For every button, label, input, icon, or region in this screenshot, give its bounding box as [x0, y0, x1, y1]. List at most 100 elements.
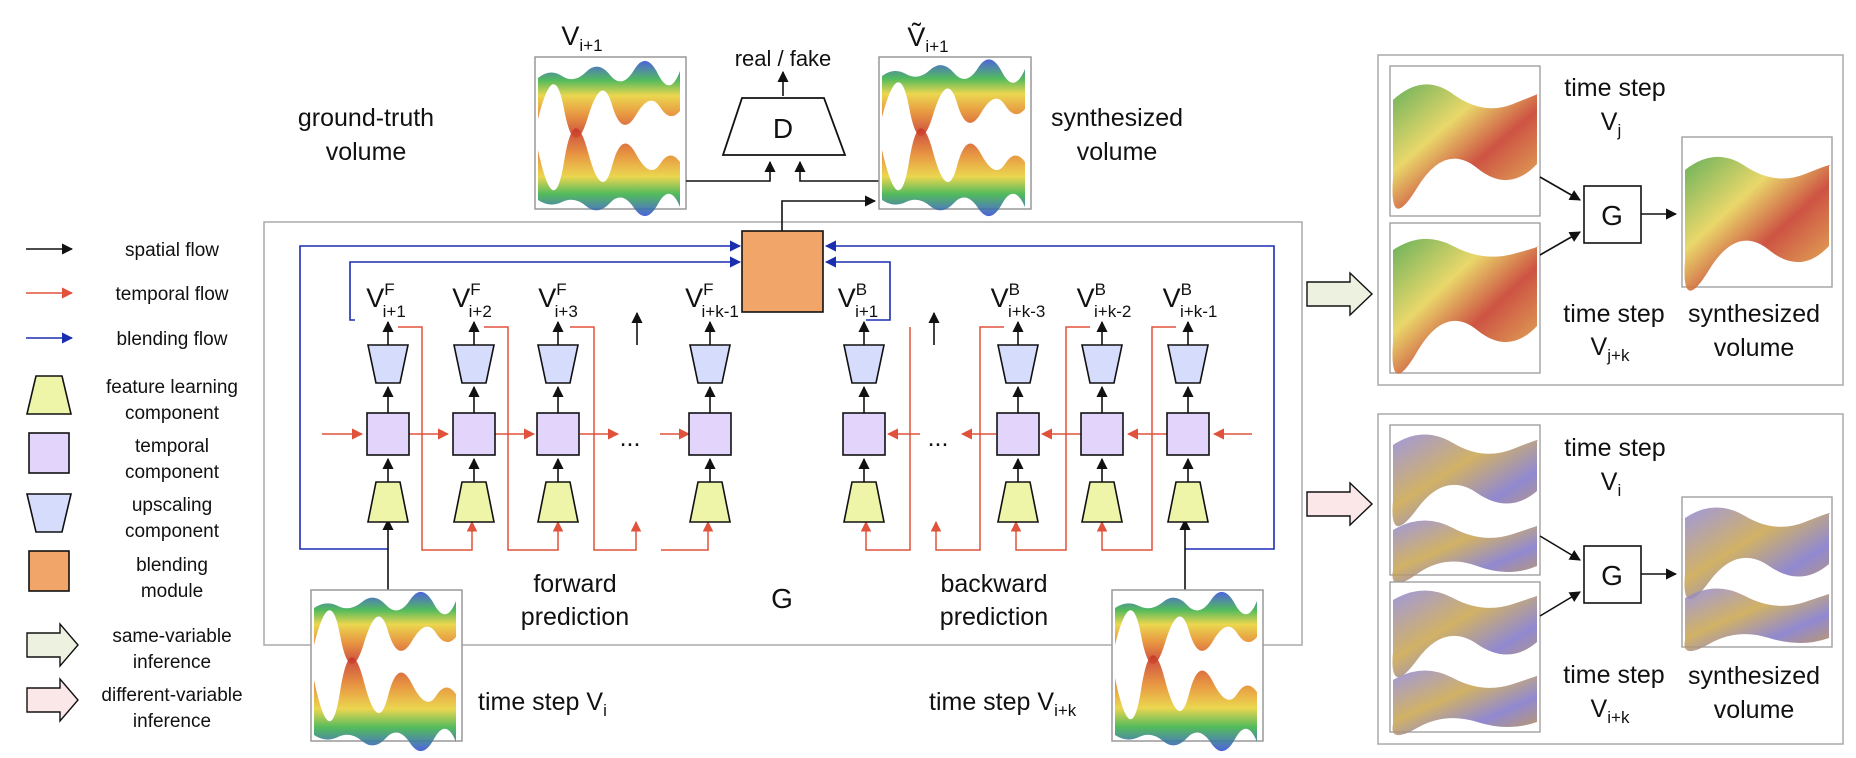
upscaling-component: [843, 344, 885, 384]
feature-learning-component: [1081, 481, 1123, 523]
input-right-label: time step Vi+k: [929, 688, 1077, 720]
legend-temporal-comp-label: temporal: [135, 436, 209, 457]
diff-output-label-2: volume: [1714, 696, 1795, 724]
legend-same-variable-arrow-icon: [26, 622, 79, 668]
feature-learning-component: [453, 481, 495, 523]
syn-to-disc-arrow: [794, 160, 880, 182]
component-column: [688, 320, 732, 523]
backward-prediction-label-2: prediction: [940, 603, 1048, 631]
legend-temporal-component-icon: [28, 432, 70, 474]
diff-generator-label: G: [1601, 560, 1623, 591]
feature-learning-component: [689, 481, 731, 523]
feature-learning-component: [1167, 481, 1209, 523]
upscaling-component: [367, 344, 409, 384]
same-output-label: synthesized: [1688, 300, 1820, 328]
upscaling-component: [537, 344, 579, 384]
diff-output-label: synthesized: [1688, 662, 1820, 690]
legend-upscaling-label-2: component: [125, 521, 220, 542]
temporal-loop-b3: [930, 326, 1004, 551]
blend-flow-input-right: [824, 240, 1275, 550]
input-volume-left-image: [310, 589, 463, 752]
component-column: [996, 320, 1040, 523]
feature-learning-component: [997, 481, 1039, 523]
legend-spatial-label: spatial flow: [125, 240, 219, 261]
forward-prediction-label-2: prediction: [521, 603, 629, 631]
input-left-label: time step Vi: [478, 688, 607, 720]
blend-flow-backward: [824, 256, 891, 321]
diff-ts2-var: Vi+k: [1591, 695, 1630, 727]
temporal-loop-f1: [398, 326, 478, 551]
temporal-component: [452, 412, 496, 456]
feature-learning-component: [367, 481, 409, 523]
legend-upscaling-label: upscaling: [132, 495, 212, 516]
legend-feature-label: feature learning: [106, 377, 238, 398]
upscaling-component: [997, 344, 1039, 384]
component-columns: [366, 320, 1210, 523]
legend-blending-label: blending flow: [117, 329, 228, 350]
temporal-loop-b1: [1096, 326, 1176, 551]
temporal-component: [366, 412, 410, 456]
same-ts2-var: Vj+k: [1591, 333, 1630, 365]
gt-to-disc-arrow: [686, 160, 776, 182]
legend: spatial flow temporal flow blending flow…: [25, 240, 243, 732]
input-volume-right-image: [1111, 589, 1264, 752]
diff-arrow-2: [1539, 591, 1581, 617]
same-output-image: [1681, 136, 1833, 291]
temporal-component: [842, 412, 886, 456]
legend-diff-var-label-2: inference: [133, 711, 211, 732]
temporal-loop-f4: [661, 520, 714, 551]
ground-truth-label-2: volume: [326, 138, 407, 166]
legend-feature-label-2: component: [125, 403, 220, 424]
component-column: [536, 320, 580, 523]
feature-learning-component: [843, 481, 885, 523]
diff-input-1-image: [1389, 424, 1541, 584]
inference-same-panel: time step Vj time step Vj+k G synthesize…: [1377, 54, 1844, 386]
inference-diff-frame: [1377, 413, 1844, 745]
diff-ts1-label: time step: [1564, 434, 1665, 462]
temporal-loop-f3: [570, 326, 642, 551]
blend-flow-forward: [349, 256, 742, 321]
synthesized-label-2: volume: [1077, 138, 1158, 166]
component-column: [1080, 320, 1124, 523]
legend-temporal-comp-label-2: component: [125, 462, 220, 483]
diff-arrow-1: [1539, 535, 1581, 561]
inference-diff-panel: time step Vi time step Vi+k G synthesize…: [1377, 413, 1844, 745]
upscaling-component: [453, 344, 495, 384]
upscaling-component: [1167, 344, 1209, 384]
same-generator-block: [1583, 185, 1642, 244]
same-output-label-2: volume: [1714, 334, 1795, 362]
temporal-component: [1080, 412, 1124, 456]
feature-learning-component: [537, 481, 579, 523]
temporal-component: [1166, 412, 1210, 456]
legend-diff-variable-arrow-icon: [26, 677, 79, 723]
legend-blending-mod-label: blending: [136, 555, 208, 576]
different-variable-inference-arrow: [1306, 481, 1374, 527]
same-input-2-image: [1389, 222, 1541, 374]
component-column: [452, 320, 496, 523]
legend-temporal-label: temporal flow: [116, 284, 229, 305]
upscaling-component: [1081, 344, 1123, 384]
discriminator-block: [721, 97, 847, 156]
ground-truth-label: ground-truth: [298, 104, 434, 132]
ellipsis-backward: ...: [928, 424, 949, 452]
legend-same-var-label-2: inference: [133, 652, 211, 673]
temporal-loop-f2: [484, 326, 564, 551]
synthesized-volume-image: [878, 56, 1032, 217]
temporal-loop-b2: [1010, 326, 1090, 551]
blend-flow-input-left: [299, 240, 742, 550]
upscaling-component: [689, 344, 731, 384]
temporal-component: [536, 412, 580, 456]
component-column: [366, 320, 410, 523]
temporal-component: [688, 412, 732, 456]
same-arrow-2: [1539, 231, 1581, 256]
inference-same-frame: [1377, 54, 1844, 386]
blend-to-synth-arrow: [781, 195, 877, 231]
top-section: ground-truth volume Vi+1 real / fake D Ṽ…: [298, 21, 1183, 217]
vi1-label: Vi+1: [561, 21, 602, 55]
